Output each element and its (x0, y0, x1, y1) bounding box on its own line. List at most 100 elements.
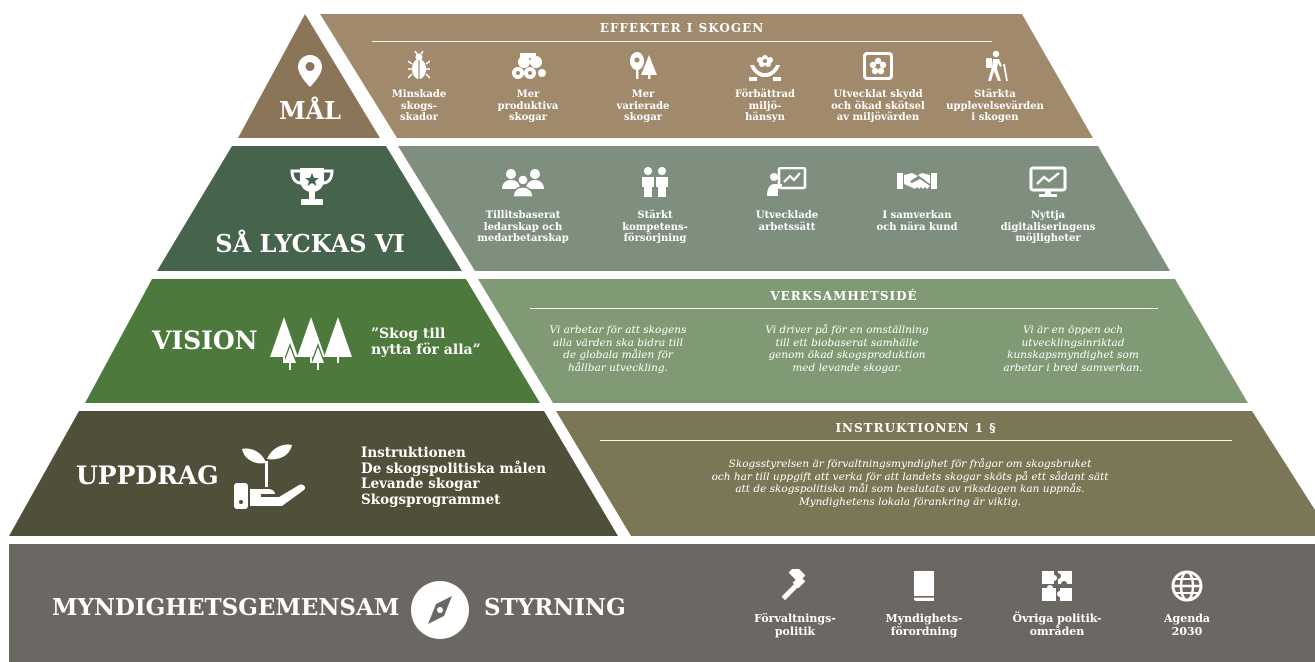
uppdrag-text-line: Skogsstyrelsen är förvaltningsmyndighet … (728, 458, 1092, 470)
styrning-item-label-line: Övriga politik- (1012, 612, 1102, 625)
vision-header: VERKSAMHETSIDÉ (770, 289, 918, 303)
handshake-icon (897, 165, 937, 199)
uppdrag-text: Skogsstyrelsen är förvaltningsmyndighet … (640, 458, 1180, 508)
vision-column-line: Vi är en öppen och (1022, 324, 1124, 336)
lyckas-item-label-line: försörjning (623, 233, 687, 244)
uppdrag-list-item: Levande skogar (361, 476, 480, 492)
uppdrag-header: INSTRUKTIONEN 1 § (835, 421, 997, 435)
styrning-item: Myndighets-förordning (864, 568, 984, 638)
protected-flower-icon (862, 50, 894, 82)
mal-title: MÅL (278, 96, 342, 125)
hiker-icon (981, 50, 1009, 82)
styrning-item-label-line: Myndighets- (885, 612, 963, 625)
styrning-item: Övriga politik-områden (997, 568, 1117, 638)
mal-right-band (320, 14, 1093, 138)
trees-icon (629, 50, 657, 82)
uppdrag-title: UPPDRAG (76, 461, 219, 490)
mal-item-label-line: upplevelsevärden (946, 100, 1044, 112)
mal-item-label-line: produktiva (497, 100, 559, 112)
mal-item-label-line: skogar (624, 112, 662, 123)
lyckas-title: SÅ LYCKAS VI (215, 229, 405, 258)
uppdrag-list-item: Skogsprogrammet (361, 491, 501, 508)
mal-item-label-line: av miljövärden (836, 112, 920, 123)
mal-item-label-line: varierade (616, 100, 670, 112)
vision-column-line: till ett biobaserat samhälle (775, 336, 919, 349)
people-icon (640, 165, 670, 199)
mal-item-label-line: Utvecklat skydd (833, 89, 923, 100)
lyckas-item-label-line: Nyttja (1030, 210, 1066, 221)
vision-right-band (478, 279, 1248, 403)
uppdrag-list-item: Instruktionen (361, 445, 466, 461)
vision-quote-line: nytta för alla” (371, 342, 481, 358)
mal-item-label-line: Förbättrad (735, 89, 795, 100)
mal-item-label-line: skador (400, 112, 438, 123)
vision-column-line: utvecklingsinriktad (1021, 336, 1125, 349)
lyckas-right-band (398, 146, 1170, 271)
lyckas-item-label-line: arbetssätt (758, 221, 816, 233)
vision-column-line: kunskapsmyndighet som (1007, 349, 1139, 361)
lyckas-item-label-line: I samverkan (882, 210, 952, 221)
lyckas-item-label-line: kompetens- (622, 221, 688, 233)
styrning-item-label-line: 2030 (1171, 624, 1203, 638)
uppdrag-left-band (9, 411, 618, 536)
vision-header-rule (530, 308, 1158, 309)
book-icon (911, 568, 937, 604)
mal-item-label-line: skogar (509, 112, 547, 123)
vision-column-line: genom ökad skogsproduktion (768, 349, 926, 361)
styrning-item-label-line: förordning (890, 624, 958, 638)
vision-column-line: de globala målen för (563, 349, 673, 361)
mal-item-label-line: hänsyn (745, 112, 785, 123)
mal-header-rule (372, 41, 992, 42)
mal-header: EFFEKTER I SKOGEN (599, 21, 765, 35)
trophy-icon (289, 166, 335, 210)
logs-icon (510, 50, 546, 82)
mal-item-label-line: Mer (516, 89, 540, 100)
uppdrag-text-line: och har till uppgift att verka för att l… (711, 470, 1109, 483)
styrning-title-right: STYRNING (484, 594, 626, 621)
lyckas-item-label-line: digitaliseringens (1000, 221, 1096, 233)
mal-item-label-line: skogs- (400, 100, 437, 112)
vision-column-line: Vi arbetar för att skogens (549, 324, 687, 336)
mal-item-label-line: Minskade (391, 89, 447, 100)
vision-column-line: med levande skogar. (792, 361, 902, 374)
lyckas-item-label-line: ledarskap och (483, 221, 563, 233)
mal-item-label-line: Mer (631, 89, 655, 100)
hand-sprout-icon (232, 443, 312, 511)
hands-flower-icon (748, 50, 782, 82)
uppdrag-list-item: De skogspolitiska målen (361, 460, 547, 477)
mal-item-label-line: miljö- (748, 100, 782, 112)
uppdrag-list: Instruktionen De skogspolitiska målen Le… (361, 445, 547, 508)
styrning-item-label-line: Förvaltnings- (754, 612, 836, 625)
mal-item-label-line: Stärkta (974, 89, 1016, 100)
team-icon (502, 165, 544, 199)
puzzle-icon (1040, 568, 1074, 604)
vision-column-line: arbetar i bred samverkan. (1003, 361, 1143, 374)
styrning-item-label-line: Agenda (1163, 612, 1211, 625)
styrning-band (9, 544, 1315, 662)
lyckas-item-label-line: Utvecklade (755, 210, 819, 221)
styrning-item-label-line: områden (1029, 624, 1085, 638)
uppdrag-header-rule (600, 440, 1232, 441)
vision-quote-line: ”Skog till (371, 326, 446, 342)
